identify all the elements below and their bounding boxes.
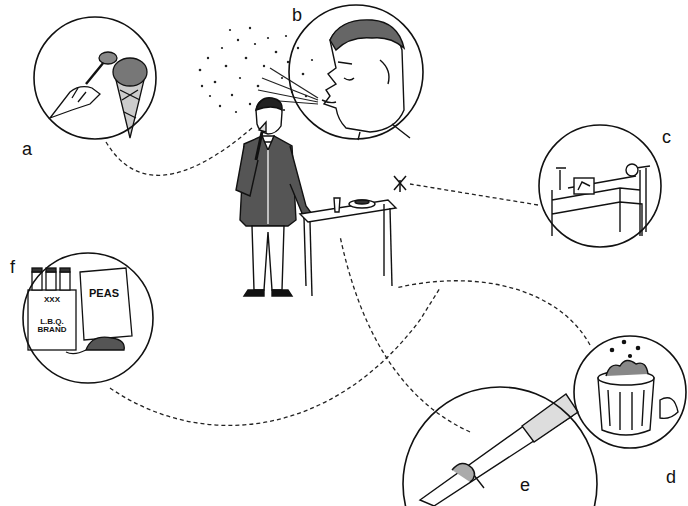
circle-inset-e: e — [402, 386, 598, 506]
food-store — [28, 268, 132, 354]
bag-label: PEAS — [82, 288, 126, 300]
garbage-can — [598, 340, 678, 435]
inset-letter: d — [666, 468, 676, 486]
man-figure — [236, 98, 312, 296]
inset-letter: e — [520, 476, 530, 494]
fly — [394, 176, 406, 192]
sick-bed — [552, 164, 650, 236]
circle-inset-b: b — [288, 4, 424, 140]
jar-label: XXX — [30, 296, 74, 304]
circle-outline — [538, 124, 662, 248]
inset-letter: c — [662, 128, 671, 146]
transmission-paths — [106, 128, 590, 432]
inset-letter: b — [292, 6, 302, 24]
inset-letter: f — [10, 258, 15, 276]
box-label: L.B.Q. BRAND — [28, 318, 76, 335]
circle-outline — [288, 4, 424, 140]
circle-outline — [573, 335, 687, 449]
circle-inset-a: a — [33, 16, 157, 140]
ice-cream-scene — [50, 52, 147, 138]
circle-inset-d: d — [573, 335, 687, 449]
sewer-pipe — [420, 394, 578, 506]
circle-outline — [402, 386, 598, 506]
circle-inset-c: c — [538, 124, 662, 248]
sneezing-face — [322, 20, 410, 140]
table — [300, 198, 396, 296]
inset-letter: a — [22, 140, 32, 158]
circle-outline — [33, 16, 157, 140]
